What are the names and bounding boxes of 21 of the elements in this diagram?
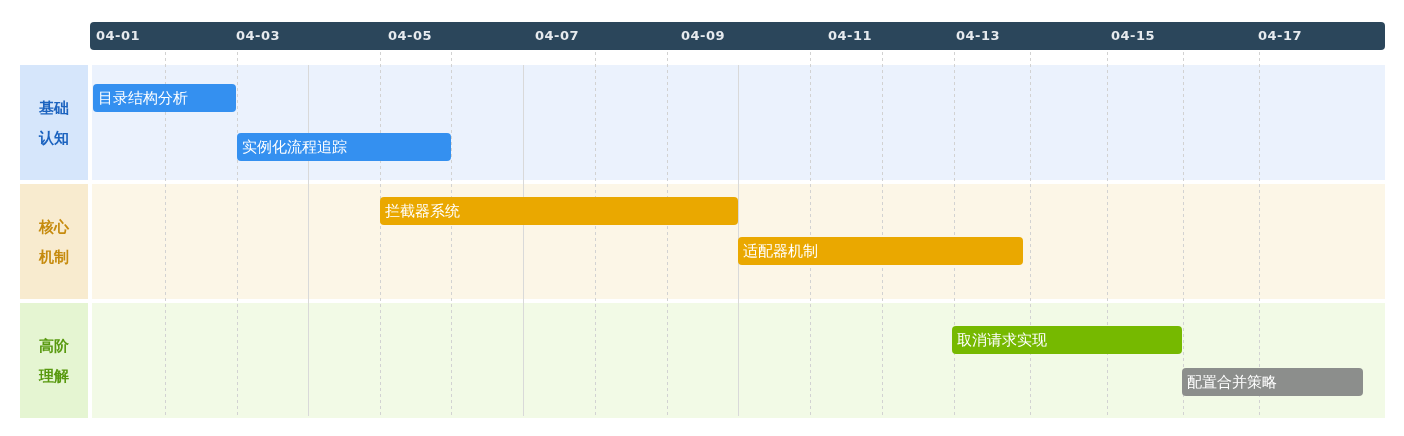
task-bar: 取消请求实现 — [952, 326, 1182, 354]
task-bar: 实例化流程追踪 — [237, 133, 451, 161]
date-label: 04-09 — [681, 27, 726, 45]
task-bar: 适配器机制 — [738, 237, 1023, 265]
lane-label: 基础认知 — [20, 65, 88, 180]
swimlane-band — [20, 65, 1385, 180]
date-label: 04-17 — [1258, 27, 1303, 45]
lane-label: 核心机制 — [20, 184, 88, 299]
lane-label: 高阶理解 — [20, 303, 88, 418]
task-bar: 目录结构分析 — [93, 84, 236, 112]
task-bar: 配置合并策略 — [1182, 368, 1363, 396]
swimlane-band — [20, 184, 1385, 299]
date-label: 04-15 — [1111, 27, 1156, 45]
date-label: 04-11 — [828, 27, 873, 45]
date-label: 04-05 — [388, 27, 433, 45]
date-label: 04-01 — [96, 27, 141, 45]
date-label: 04-07 — [535, 27, 580, 45]
task-bar: 拦截器系统 — [380, 197, 738, 225]
swimlane-band — [20, 303, 1385, 418]
date-label: 04-03 — [236, 27, 281, 45]
date-label: 04-13 — [956, 27, 1001, 45]
